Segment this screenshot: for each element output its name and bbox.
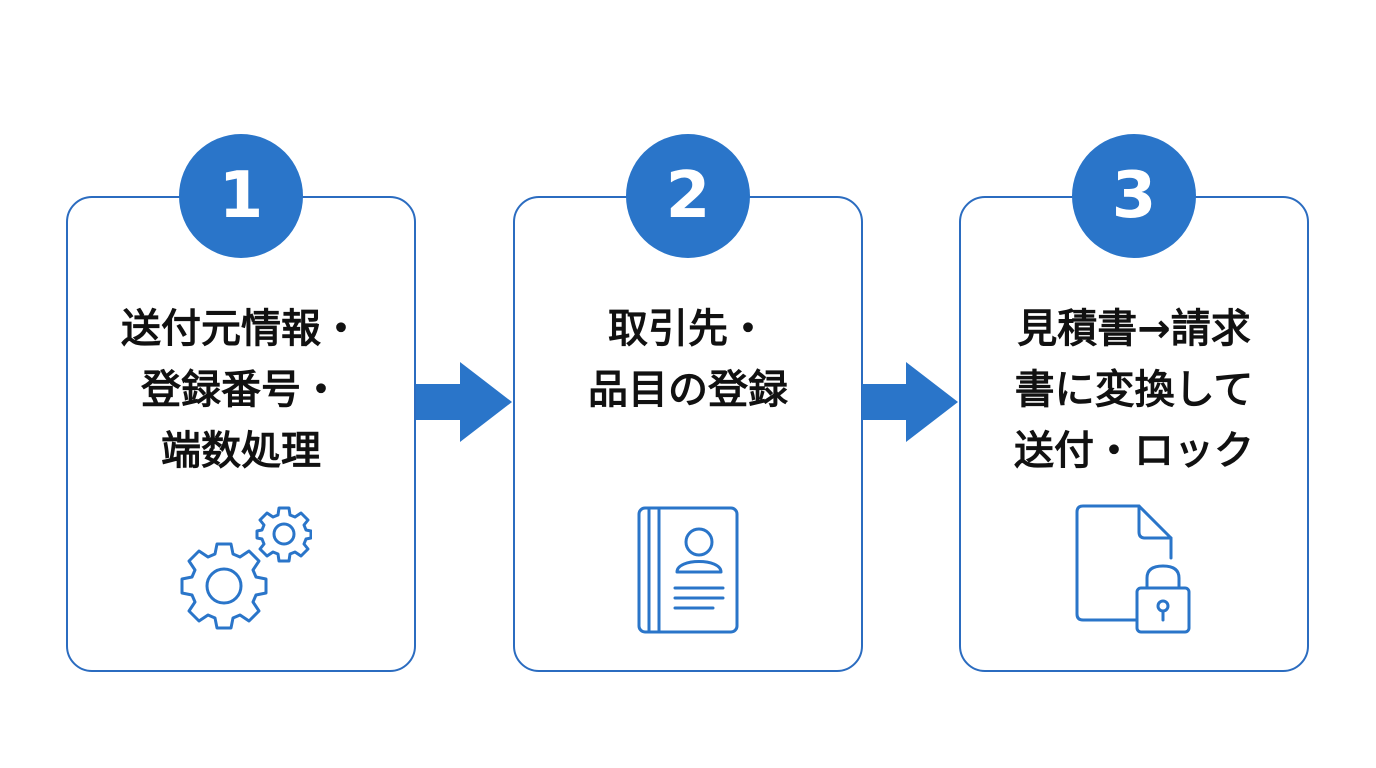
step-2-line-2: 品目の登録 bbox=[588, 367, 788, 413]
step-2-line-1: 取引先・ bbox=[608, 306, 768, 352]
step-number-badge-1: 1 bbox=[179, 134, 303, 258]
step-card-2: 取引先・ 品目の登録 bbox=[513, 196, 863, 672]
step-3-line-3: 送付・ロック bbox=[1014, 428, 1254, 474]
right-arrow-icon bbox=[416, 362, 512, 442]
step-1-line-1: 送付元情報・ bbox=[121, 306, 361, 352]
step-card-1: 送付元情報・ 登録番号・ 端数処理 bbox=[66, 196, 416, 672]
step-3-line-1: 見積書→請求 bbox=[1017, 306, 1251, 352]
step-card-3: 見積書→請求 書に変換して 送付・ロック bbox=[959, 196, 1309, 672]
step-number-badge-2: 2 bbox=[626, 134, 750, 258]
locked-file-icon bbox=[1075, 504, 1191, 634]
step-3-line-2: 書に変換して bbox=[1014, 367, 1254, 413]
step-number-badge-3: 3 bbox=[1072, 134, 1196, 258]
right-arrow-icon bbox=[862, 362, 958, 442]
step-1-text: 送付元情報・ 登録番号・ 端数処理 bbox=[68, 299, 414, 482]
contact-book-icon bbox=[637, 506, 739, 634]
step-1-line-3: 端数処理 bbox=[161, 428, 321, 474]
gears-icon bbox=[180, 506, 312, 630]
step-1-line-2: 登録番号・ bbox=[141, 367, 341, 413]
step-3-text: 見積書→請求 書に変換して 送付・ロック bbox=[961, 299, 1307, 482]
step-2-text: 取引先・ 品目の登録 bbox=[515, 299, 861, 421]
